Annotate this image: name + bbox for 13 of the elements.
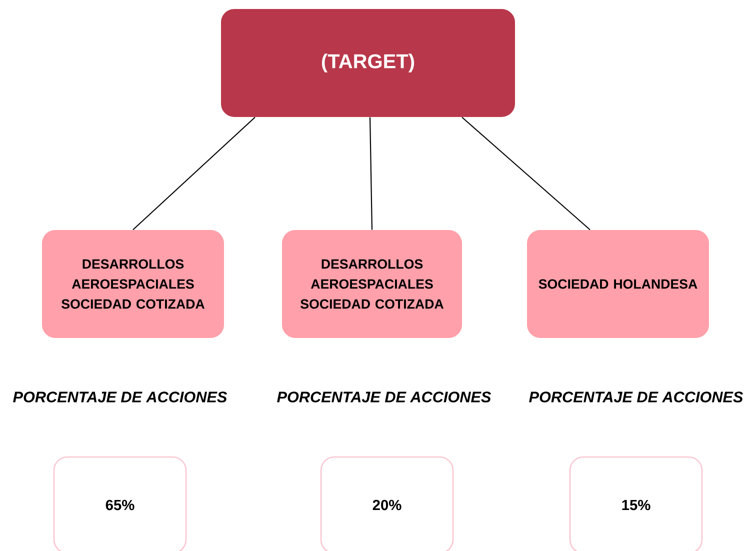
percentage-box: 20% [320,456,454,551]
column-heading: PORCENTAJE DE ACCIONES [13,392,228,402]
percentage-box: 15% [569,456,703,551]
connector-line [369,117,373,230]
connector-line [462,116,590,230]
subsidiary-box: DESARROLLOS AEROESPACIALES SOCIEDAD COTIZADA [42,230,224,338]
company-box: (TARGET) [221,9,515,117]
connector-line [132,116,256,230]
percentage-box: 65% [53,456,187,551]
subsidiary-box: DESARROLLOS AEROESPACIALES SOCIEDAD COTIZADA [282,230,462,338]
column-heading: PORCENTAJE DE ACCIONES [277,392,492,402]
column-heading: PORCENTAJE DE ACCIONES [529,392,744,402]
subsidiary-box: SOCIEDAD HOLANDESA [527,230,709,338]
